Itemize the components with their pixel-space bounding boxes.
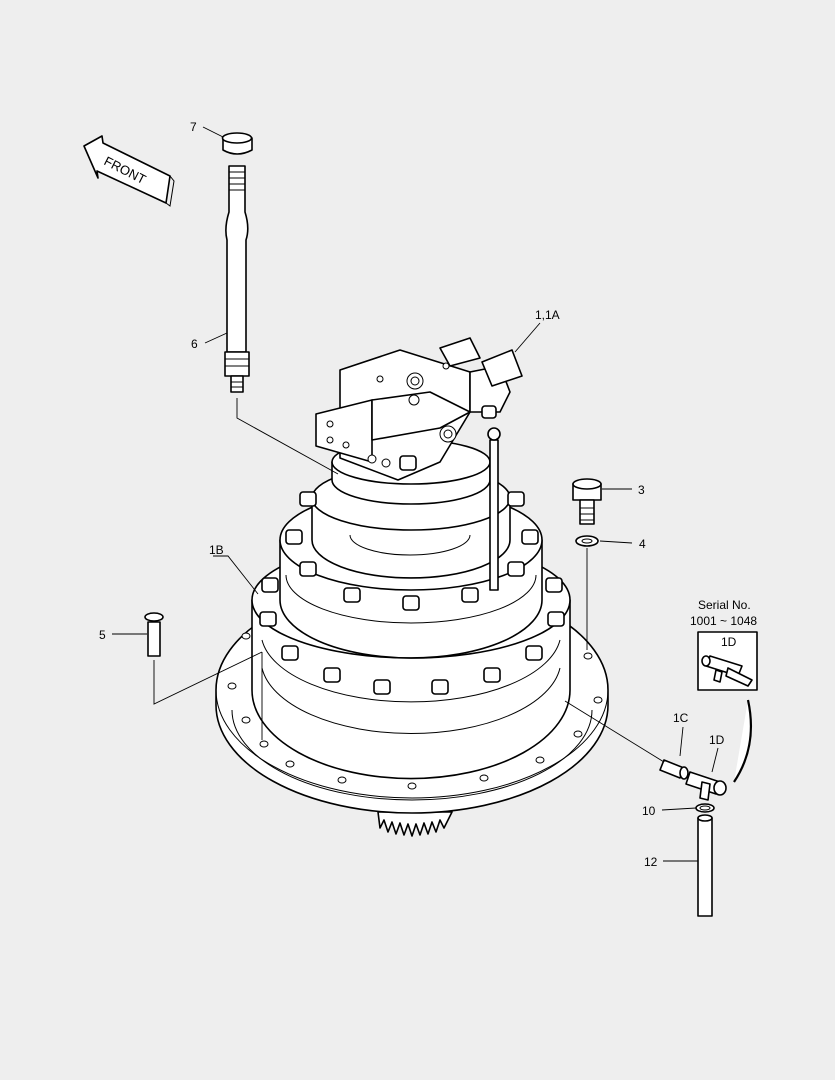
part-7-cap xyxy=(221,132,253,155)
callout-6: 6 xyxy=(191,337,198,351)
bolt-row-lower xyxy=(259,577,565,695)
bolt-row-upper xyxy=(285,491,539,611)
callout-3: 3 xyxy=(638,483,645,497)
callout-4: 4 xyxy=(639,537,646,551)
callout-1b: 1B xyxy=(209,543,224,557)
callout-5: 5 xyxy=(99,628,106,642)
part-3-bolt xyxy=(572,478,602,525)
callout-12: 12 xyxy=(644,855,658,869)
callout-7: 7 xyxy=(190,120,197,134)
hydraulic-motor-valve-block xyxy=(315,337,523,591)
serial-number-inset: Serial No. 1001 ~ 1048 1D xyxy=(690,598,758,691)
housing-bolts xyxy=(227,491,603,790)
leader-lines xyxy=(112,126,753,862)
callout-labels: 7 6 1,1A 3 4 1B 5 1C 1D 10 12 xyxy=(99,120,725,869)
callout-1c: 1C xyxy=(673,711,689,725)
inset-title-line1: Serial No. xyxy=(698,598,751,612)
front-direction-arrow: FRONT xyxy=(83,135,175,207)
inset-part-label: 1D xyxy=(721,635,737,649)
part-4-washer xyxy=(575,535,599,547)
callout-1d: 1D xyxy=(709,733,725,747)
part-12-hose xyxy=(697,814,713,917)
pinion-gear xyxy=(377,811,453,837)
callout-1-1a: 1,1A xyxy=(535,308,560,322)
callout-10: 10 xyxy=(642,804,656,818)
flange-bolt-holes xyxy=(227,632,603,790)
inset-title-line2: 1001 ~ 1048 xyxy=(690,614,757,628)
part-6-shaft xyxy=(224,165,250,393)
part-1d-tee-fitting xyxy=(685,771,727,801)
swing-reduction-gear-body xyxy=(215,439,609,837)
part-5-pin xyxy=(144,612,164,657)
part-1c-fitting xyxy=(659,759,689,780)
part-10-o-ring xyxy=(695,803,715,813)
